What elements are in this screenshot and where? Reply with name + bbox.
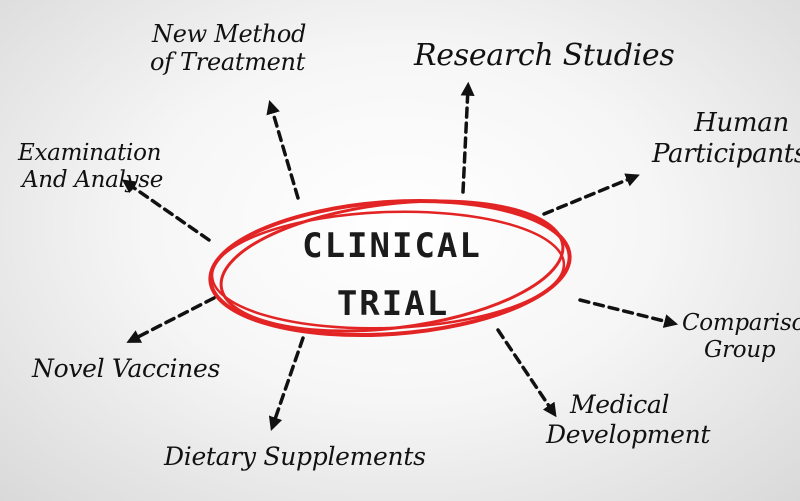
node-human-participants: Human Participants [652,108,800,169]
arrow-to-medical-development [496,328,557,418]
node-examination-line1: Examination [18,140,162,166]
arrow-to-dietary-supplements [268,336,305,431]
center-ring [208,198,572,338]
arrow-to-new-method [266,99,300,200]
node-novel-vaccines-line1: Novel Vaccines [32,354,220,383]
arrow-to-human-participants [542,173,640,216]
node-examination-line2: And Analyse [22,167,164,194]
node-medical-development-line1: Medical [570,390,670,419]
node-human-participants-line1: Human [694,108,789,138]
node-medical-development-line2: Development [546,419,711,449]
arrow-to-examination [121,179,211,242]
node-medical-development: Medical Development [546,390,710,449]
center-title-line1: CLINICAL [302,226,482,266]
node-examination: Examination And Analyse [18,140,163,194]
node-human-participants-line2: Participants [652,138,800,169]
arrows [121,81,679,431]
node-novel-vaccines: Novel Vaccines [32,354,220,384]
node-new-method: New Method of Treatment [150,20,306,77]
node-new-method-line2: of Treatment [150,48,306,77]
node-dietary-supplements: Dietary Supplements [164,442,426,472]
arrow-to-research-studies [460,81,475,194]
node-dietary-supplements-line1: Dietary Supplements [164,442,426,471]
node-new-method-line1: New Method [152,20,307,48]
node-research-studies-line1: Research Studies [414,38,675,73]
arrow-to-comparison-group [578,298,679,328]
node-research-studies: Research Studies [414,38,675,73]
arrow-to-novel-vaccines [126,296,216,343]
center-title-line2: TRIAL [336,284,450,324]
node-comparison-group-line1: Comparison [682,310,800,336]
node-comparison-group-line2: Group [704,337,776,364]
node-comparison-group: Comparison Group [682,310,800,364]
